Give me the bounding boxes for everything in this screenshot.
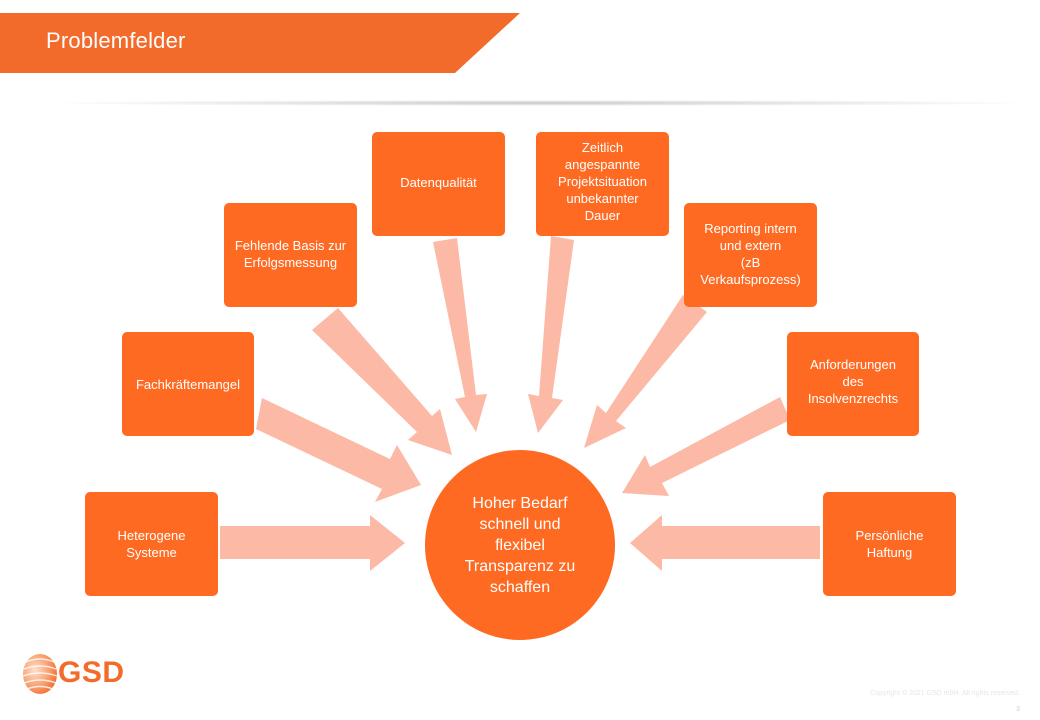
arrow-zeitlich bbox=[528, 236, 574, 433]
box-heterogene-systeme: Heterogene Systeme bbox=[85, 492, 218, 596]
box-persoenliche-haftung: Persönliche Haftung bbox=[823, 492, 956, 596]
copyright-notice: Copyright © 2021 GSD mbH. All rights res… bbox=[870, 690, 1020, 697]
box-zeitlich-label: Zeitlich angespannte Projektsituation un… bbox=[558, 140, 647, 223]
box-insolvenzrecht-label: Anforderungen des Insolvenzrechts bbox=[807, 357, 899, 406]
arrow-heterogene-systeme bbox=[220, 515, 405, 571]
logo-globe-icon bbox=[22, 654, 58, 694]
box-datenqualitaet-label: Datenqualität bbox=[400, 175, 477, 190]
box-reporting-label: Reporting intern und extern (zB Verkaufs… bbox=[700, 221, 801, 287]
box-zeitlich: Zeitlich angespannte Projektsituation un… bbox=[536, 132, 669, 236]
box-datenqualitaet: Datenqualität bbox=[372, 132, 505, 236]
page-title: Problemfelder bbox=[46, 28, 186, 53]
logo-text: GSD bbox=[58, 656, 125, 689]
box-fachkraeftemangel: Fachkräftemangel bbox=[122, 332, 254, 436]
arrow-fachkraeftemangel bbox=[256, 398, 421, 502]
box-fehlende-basis-label: Fehlende Basis zur Erfolgsmessung bbox=[234, 238, 347, 270]
box-insolvenzrecht: Anforderungen des Insolvenzrechts bbox=[787, 332, 919, 436]
arrow-datenqualitaet bbox=[433, 238, 487, 432]
header-divider bbox=[60, 100, 1020, 106]
arrow-reporting bbox=[584, 295, 707, 448]
arrow-fehlende-basis bbox=[312, 308, 452, 455]
box-reporting: Reporting intern und extern (zB Verkaufs… bbox=[684, 203, 817, 307]
arrow-insolvenzrecht bbox=[622, 397, 790, 496]
box-persoenliche-haftung-label: Persönliche Haftung bbox=[855, 528, 924, 560]
box-fachkraeftemangel-label: Fachkräftemangel bbox=[135, 376, 241, 392]
box-fehlende-basis: Fehlende Basis zur Erfolgsmessung bbox=[224, 203, 357, 307]
title-banner bbox=[0, 13, 520, 73]
company-logo: GSD bbox=[20, 650, 160, 700]
center-circle: Hoher Bedarf schnell und flexibel Transp… bbox=[425, 450, 615, 640]
center-circle-label: Hoher Bedarf schnell und flexibel Transp… bbox=[464, 494, 576, 596]
arrow-persoenliche-haftung bbox=[630, 515, 820, 571]
page-number: 3 bbox=[1016, 706, 1020, 713]
box-heterogene-systeme-label: Heterogene Systeme bbox=[117, 528, 186, 560]
